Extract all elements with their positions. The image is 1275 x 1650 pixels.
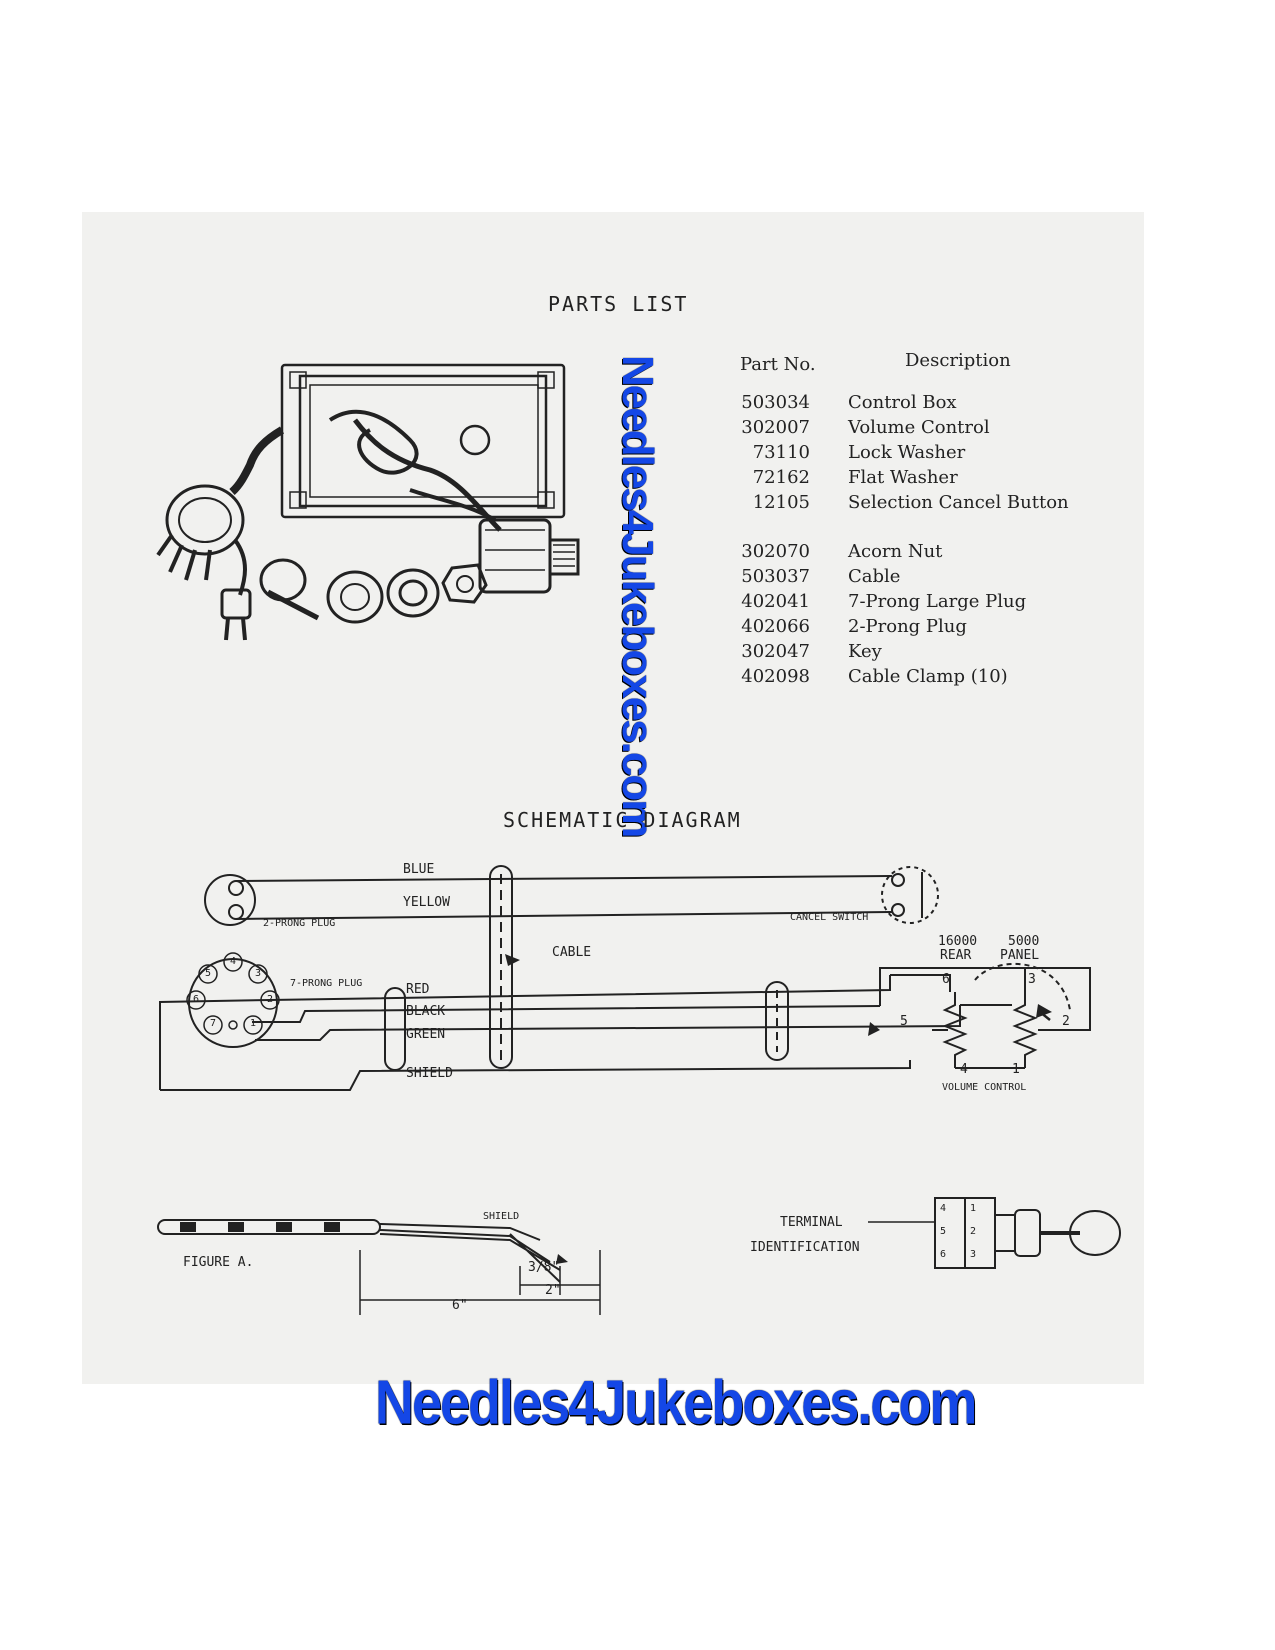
parts-row: 12105 Selection Cancel Button bbox=[730, 492, 1069, 513]
terminal-6: 6 bbox=[942, 972, 950, 987]
figure-a-label: FIGURE A. bbox=[183, 1255, 254, 1270]
wire-red-label: RED bbox=[406, 982, 430, 997]
pin-7: 7 bbox=[210, 1018, 217, 1029]
terminal-id-line1: TERMINAL bbox=[780, 1215, 843, 1230]
parts-row: 302070 Acorn Nut bbox=[730, 541, 942, 562]
dim-6-label: 6" bbox=[452, 1298, 468, 1313]
part-description: Selection Cancel Button bbox=[848, 492, 1069, 513]
part-number: 73110 bbox=[752, 442, 810, 463]
part-description: Cable Clamp (10) bbox=[848, 666, 1008, 687]
part-no-header: Part No. bbox=[740, 354, 816, 375]
terminal-1: 1 bbox=[1012, 1062, 1020, 1077]
seven-prong-plug-label: 7-PRONG PLUG bbox=[290, 978, 363, 989]
terminal-2: 2 bbox=[1062, 1014, 1070, 1029]
part-description: Lock Washer bbox=[848, 442, 966, 463]
part-number: 503034 bbox=[741, 392, 810, 413]
description-header: Description bbox=[905, 350, 1011, 371]
terminal-3: 3 bbox=[1028, 972, 1036, 987]
pin-1: 1 bbox=[250, 1018, 257, 1029]
parts-row: 402098 Cable Clamp (10) bbox=[730, 666, 1007, 687]
part-number: 402066 bbox=[741, 616, 810, 637]
cable-label: CABLE bbox=[552, 945, 592, 960]
pin-4: 4 bbox=[230, 956, 237, 967]
cancel-switch-label: CANCEL SWITCH bbox=[790, 912, 869, 923]
part-description: Acorn Nut bbox=[848, 541, 943, 562]
term-id-6: 6 bbox=[940, 1249, 947, 1260]
term-id-1: 1 bbox=[970, 1203, 977, 1214]
dim-3-8-label: 3/8" bbox=[528, 1260, 560, 1275]
part-description: 7-Prong Large Plug bbox=[848, 591, 1027, 612]
volume-control-label: VOLUME CONTROL bbox=[942, 1082, 1027, 1093]
part-number: 302047 bbox=[741, 641, 810, 662]
part-description: Key bbox=[848, 641, 882, 662]
part-description: Cable bbox=[848, 566, 901, 587]
panel-value-label: 5000 bbox=[1008, 934, 1040, 949]
part-number: 302070 bbox=[741, 541, 810, 562]
pin-6: 6 bbox=[193, 994, 200, 1005]
parts-list-title: PARTS LIST bbox=[548, 292, 689, 316]
wire-shield-label: SHIELD bbox=[406, 1066, 453, 1081]
terminal-4: 4 bbox=[960, 1062, 968, 1077]
part-description: Volume Control bbox=[848, 417, 990, 438]
wire-black-label: BLACK bbox=[406, 1004, 446, 1019]
wire-yellow-label: YELLOW bbox=[403, 895, 450, 910]
parts-row: 72162 Flat Washer bbox=[730, 467, 958, 488]
parts-row: 503037 Cable bbox=[730, 566, 900, 587]
pin-3: 3 bbox=[255, 968, 262, 979]
part-number: 503037 bbox=[741, 566, 810, 587]
pin-5: 5 bbox=[205, 968, 212, 979]
part-number: 302007 bbox=[741, 417, 810, 438]
figure-a-shield-label: SHIELD bbox=[483, 1211, 520, 1222]
parts-row: 503034 Control Box bbox=[730, 392, 956, 413]
schematic-title: SCHEMATIC DIAGRAM bbox=[503, 808, 742, 832]
parts-row: 302047 Key bbox=[730, 641, 882, 662]
pin-2: 2 bbox=[267, 994, 274, 1005]
panel-label: PANEL bbox=[1000, 948, 1040, 963]
watermark-bottom: Needles4Jukeboxes.com bbox=[375, 1368, 977, 1438]
terminal-5: 5 bbox=[900, 1014, 908, 1029]
term-id-2: 2 bbox=[970, 1226, 977, 1237]
part-description: Control Box bbox=[848, 392, 957, 413]
parts-row: 402041 7-Prong Large Plug bbox=[730, 591, 1026, 612]
parts-row: 402066 2-Prong Plug bbox=[730, 616, 967, 637]
part-number: 72162 bbox=[752, 467, 810, 488]
part-description: Flat Washer bbox=[848, 467, 958, 488]
part-number: 402098 bbox=[741, 666, 810, 687]
term-id-4: 4 bbox=[940, 1203, 947, 1214]
scanned-page bbox=[82, 212, 1144, 1384]
two-prong-plug-label: 2-PRONG PLUG bbox=[263, 918, 336, 929]
term-id-5: 5 bbox=[940, 1226, 947, 1237]
part-number: 402041 bbox=[741, 591, 810, 612]
rear-label: REAR bbox=[940, 948, 972, 963]
terminal-id-line2: IDENTIFICATION bbox=[750, 1240, 860, 1255]
term-id-3: 3 bbox=[970, 1249, 977, 1260]
part-number: 12105 bbox=[752, 492, 810, 513]
parts-row: 73110 Lock Washer bbox=[730, 442, 966, 463]
wire-green-label: GREEN bbox=[406, 1027, 446, 1042]
part-description: 2-Prong Plug bbox=[848, 616, 967, 637]
wire-blue-label: BLUE bbox=[403, 862, 435, 877]
rear-value-label: 16000 bbox=[938, 934, 978, 949]
dim-2-label: 2" bbox=[545, 1283, 561, 1298]
parts-row: 302007 Volume Control bbox=[730, 417, 989, 438]
